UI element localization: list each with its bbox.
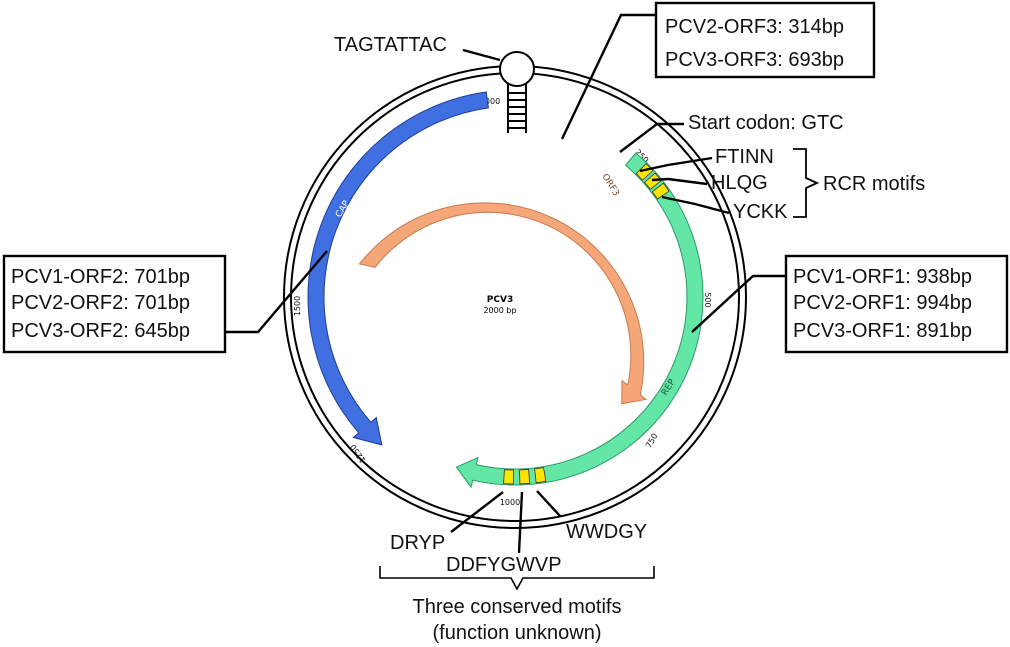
ddfygwvp-label: DDFYGWVP	[446, 554, 562, 576]
motif-marker	[651, 182, 670, 200]
ring-tick-label: 500	[703, 292, 712, 307]
rep-gene-arc	[455, 152, 704, 489]
orf3-length-box	[654, 1, 876, 79]
ring-tick-label: 750	[644, 432, 659, 450]
orf1-length-box	[784, 254, 1009, 354]
conserved-motifs-bracket	[379, 566, 655, 591]
orf2-box-line: PCV3-ORF2: 645bp	[11, 320, 190, 342]
motif-marker	[644, 172, 662, 190]
rcr-leader-ftinn	[639, 156, 713, 173]
ring-tick-label: 1000	[500, 498, 520, 507]
hairpin-sequence-label: TAGTATTAC	[334, 34, 447, 56]
plasmid-name: PCV3	[487, 295, 513, 305]
wwdgy-leader	[536, 490, 561, 517]
hairpin-leader-line	[462, 48, 501, 62]
orf2-length-box	[2, 254, 227, 354]
start-codon-leader	[619, 122, 684, 153]
orf3-leader-line	[560, 13, 656, 140]
rcr-bracket	[793, 148, 820, 218]
orf1-box-line: PCV1-ORF1: 938bp	[793, 266, 972, 288]
rcr-leader-hlqg	[651, 177, 708, 186]
conserved-caption-line1: Three conserved motifs	[413, 596, 622, 618]
dryp-leader	[450, 491, 504, 533]
hairpin-stem-loop	[499, 51, 535, 133]
orf2-box-line: PCV1-ORF2: 701bp	[11, 266, 190, 288]
orf1-box-line: PCV2-ORF1: 994bp	[793, 292, 972, 314]
rcr-motif-label: FTINN	[715, 146, 774, 168]
ring-tick-label: 1500	[293, 296, 302, 316]
start-codon-label: Start codon: GTC	[688, 112, 844, 134]
dryp-label: DRYP	[390, 532, 445, 554]
orf2-box-line: PCV2-ORF2: 701bp	[11, 292, 190, 314]
orf3-box-line: PCV3-ORF3: 693bp	[665, 49, 844, 71]
conserved-caption-line2: (function unknown)	[433, 622, 602, 644]
plasmid-size: 2000 bp	[483, 306, 516, 315]
feature-arcs	[307, 91, 704, 489]
orf2-leader-line	[225, 250, 328, 334]
rcr-leader-yckk	[661, 195, 730, 215]
orf1-box-line: PCV3-ORF1: 891bp	[793, 320, 972, 342]
motif-marker	[503, 469, 514, 485]
rcr-motifs-label: RCR motifs	[823, 173, 925, 195]
motif-marker	[534, 467, 547, 484]
orf3-gene-arc	[358, 202, 648, 405]
orf3-arc-label: ORF3	[599, 172, 620, 198]
ring-tick-label: 2000	[480, 97, 500, 106]
cap-gene-arc	[307, 91, 489, 446]
wwdgy-label: WWDGY	[566, 521, 647, 543]
orf3-box-line: PCV2-ORF3: 314bp	[665, 16, 844, 38]
rcr-motif-label: HLQG	[711, 172, 768, 194]
backbone-outer-ring	[283, 65, 747, 529]
motif-marker	[519, 469, 531, 485]
orf1-leader-line	[691, 274, 786, 333]
ddfygwvp-leader	[517, 491, 524, 554]
rcr-motif-label: YCKK	[733, 201, 788, 223]
